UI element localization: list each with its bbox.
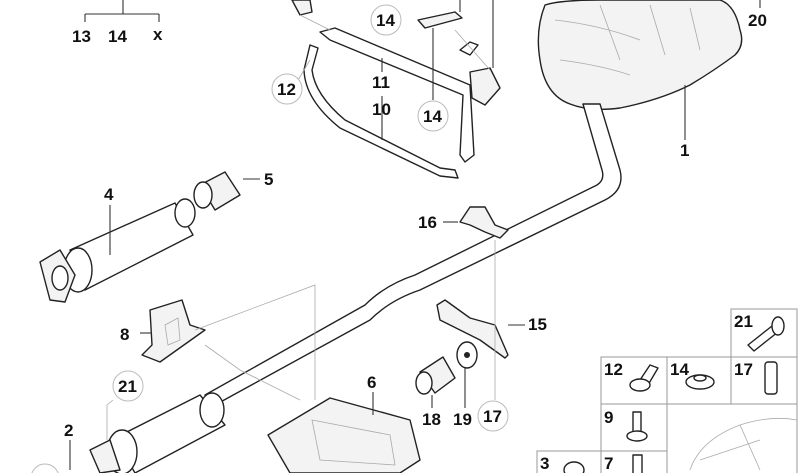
callout-14b: 14 — [423, 107, 442, 126]
callout-6: 6 — [367, 373, 376, 392]
parts-grid: 21 12 14 17 9 3 7 — [536, 308, 798, 473]
grid-label-21: 21 — [734, 312, 753, 331]
callout-20: 20 — [748, 11, 767, 30]
grid-label-9: 9 — [604, 408, 613, 427]
callout-8: 8 — [120, 325, 129, 344]
hanger-bracket: 14 11 12 10 14 — [271, 0, 501, 179]
rubber-mount: 8 — [120, 284, 316, 401]
center-silencer: 21 2 — [31, 370, 226, 473]
grid-label-7: 7 — [604, 454, 613, 473]
circle-12 — [271, 73, 303, 105]
circle-14b — [417, 100, 449, 132]
exhaust-pipe — [204, 103, 622, 406]
callout-17: 17 — [483, 407, 502, 426]
label-14: 14 — [108, 27, 127, 46]
callout-16: 16 — [418, 213, 437, 232]
grid-label-17: 17 — [734, 360, 753, 379]
circle-17 — [477, 400, 509, 432]
heat-shield: 6 — [267, 373, 421, 473]
group-bracket: 13 14 x — [72, 0, 163, 46]
front-silencer: 4 5 — [39, 170, 273, 303]
callout-18: 18 — [422, 410, 441, 429]
pipe-clamp: 16 — [418, 206, 509, 239]
callout-12: 12 — [277, 80, 296, 99]
callout-5: 5 — [264, 170, 273, 189]
callout-10: 10 — [372, 100, 391, 119]
callout-2: 2 — [64, 421, 73, 440]
mount-bracket: 15 18 19 17 — [415, 240, 547, 432]
callout-4: 4 — [104, 185, 114, 204]
callout-21: 21 — [118, 377, 137, 396]
callout-14a: 14 — [376, 11, 395, 30]
callout-11: 11 — [372, 73, 390, 92]
label-x: x — [153, 25, 163, 44]
grid-label-14: 14 — [670, 360, 689, 379]
grid-label-12: 12 — [604, 360, 623, 379]
label-13: 13 — [72, 27, 91, 46]
callout-15: 15 — [528, 315, 547, 334]
rear-silencer: 1 20 — [537, 0, 767, 160]
grid-label-3: 3 — [540, 454, 549, 473]
circle-14a — [370, 4, 402, 36]
callout-1: 1 — [680, 141, 689, 160]
circle-21 — [112, 370, 144, 402]
callout-19: 19 — [453, 410, 472, 429]
